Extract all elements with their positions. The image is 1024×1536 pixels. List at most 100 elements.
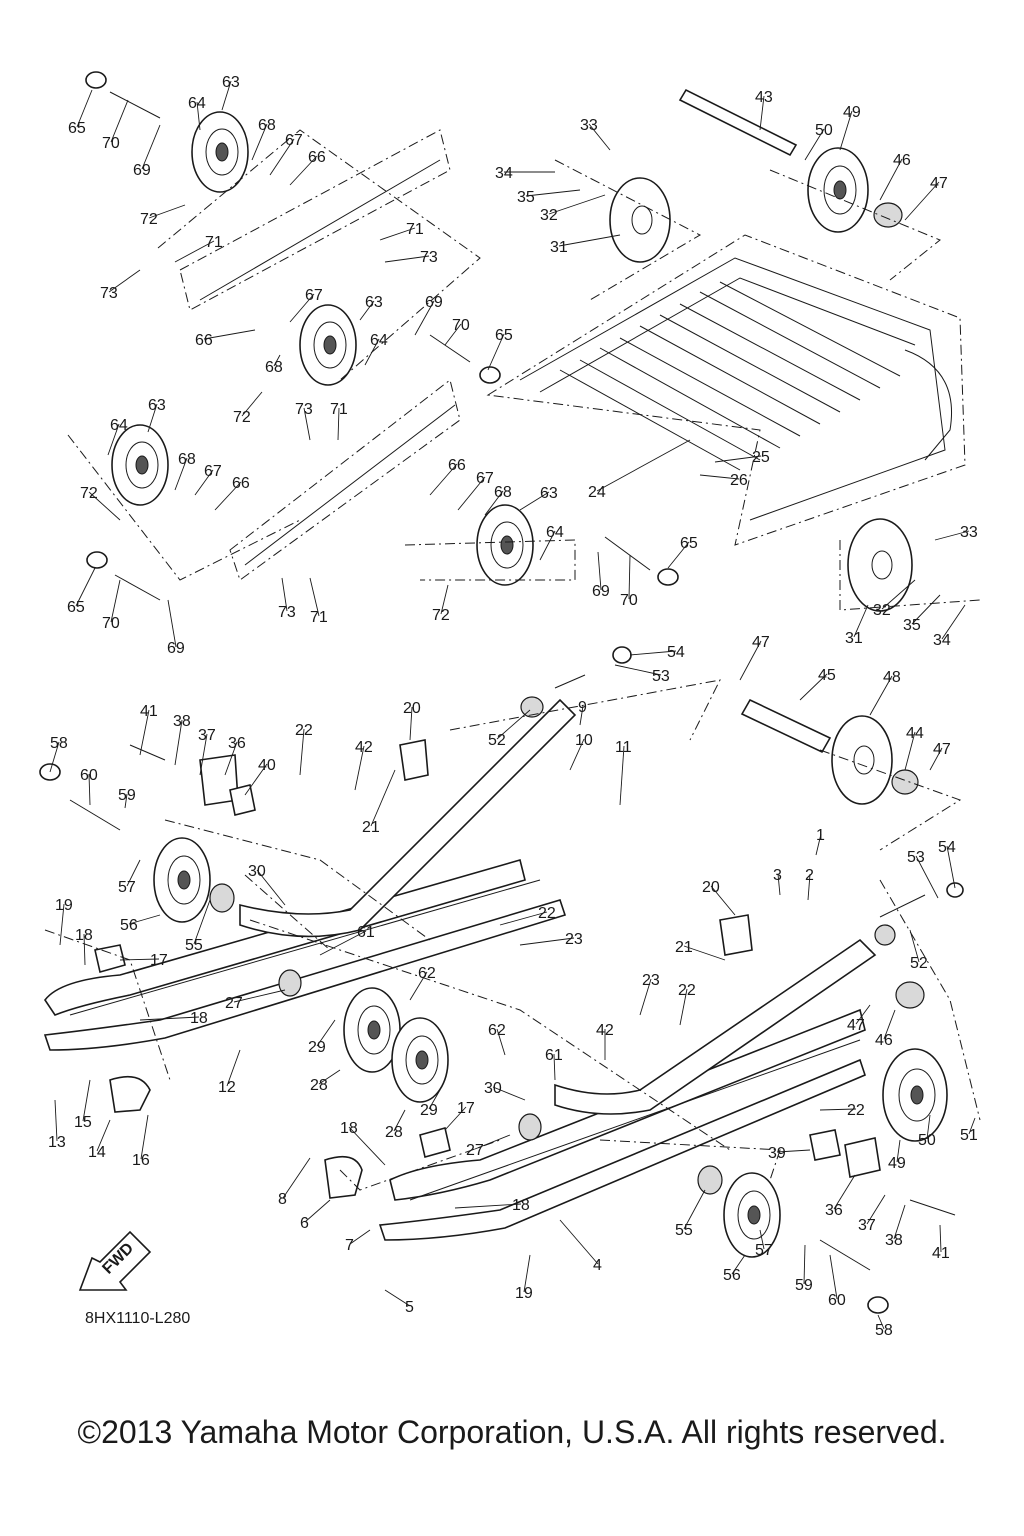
part-label-53[interactable]: 53 — [652, 668, 670, 685]
part-label-20[interactable]: 20 — [403, 700, 421, 717]
part-label-59[interactable]: 59 — [118, 787, 136, 804]
part-label-49[interactable]: 49 — [888, 1155, 906, 1172]
part-label-66[interactable]: 66 — [195, 332, 213, 349]
part-label-22[interactable]: 22 — [538, 905, 556, 922]
part-label-12[interactable]: 12 — [218, 1079, 236, 1096]
part-label-45[interactable]: 45 — [818, 667, 836, 684]
part-label-65[interactable]: 65 — [68, 120, 86, 137]
part-label-18[interactable]: 18 — [340, 1120, 358, 1137]
part-label-25[interactable]: 25 — [752, 449, 770, 466]
part-label-21[interactable]: 21 — [675, 939, 693, 956]
part-label-11[interactable]: 11 — [615, 739, 632, 756]
part-label-69[interactable]: 69 — [167, 640, 185, 657]
part-label-35[interactable]: 35 — [517, 189, 535, 206]
part-label-37[interactable]: 37 — [858, 1217, 876, 1234]
part-label-73[interactable]: 73 — [420, 249, 438, 266]
part-label-47[interactable]: 47 — [930, 175, 948, 192]
part-label-69[interactable]: 69 — [133, 162, 151, 179]
part-label-5[interactable]: 5 — [405, 1299, 414, 1316]
part-label-64[interactable]: 64 — [110, 417, 128, 434]
part-label-72[interactable]: 72 — [140, 211, 158, 228]
part-label-27[interactable]: 27 — [225, 995, 243, 1012]
part-label-29[interactable]: 29 — [420, 1102, 438, 1119]
part-label-67[interactable]: 67 — [285, 132, 303, 149]
part-label-1[interactable]: 1 — [816, 827, 825, 844]
part-label-18[interactable]: 18 — [512, 1197, 530, 1214]
part-label-72[interactable]: 72 — [233, 409, 251, 426]
part-label-42[interactable]: 42 — [596, 1022, 614, 1039]
part-label-21[interactable]: 21 — [362, 819, 380, 836]
part-label-34[interactable]: 34 — [495, 165, 513, 182]
part-label-52[interactable]: 52 — [910, 955, 928, 972]
part-label-70[interactable]: 70 — [102, 135, 120, 152]
part-label-70[interactable]: 70 — [620, 592, 638, 609]
part-label-73[interactable]: 73 — [295, 401, 313, 418]
part-label-65[interactable]: 65 — [67, 599, 85, 616]
part-label-22[interactable]: 22 — [295, 722, 313, 739]
part-label-13[interactable]: 13 — [48, 1134, 66, 1151]
part-label-34[interactable]: 34 — [933, 632, 951, 649]
part-label-72[interactable]: 72 — [432, 607, 450, 624]
part-label-19[interactable]: 19 — [55, 897, 73, 914]
part-label-22[interactable]: 22 — [678, 982, 696, 999]
part-label-8[interactable]: 8 — [278, 1191, 287, 1208]
part-label-64[interactable]: 64 — [370, 332, 388, 349]
part-label-29[interactable]: 29 — [308, 1039, 326, 1056]
part-label-72[interactable]: 72 — [80, 485, 98, 502]
part-label-68[interactable]: 68 — [494, 484, 512, 501]
part-label-30[interactable]: 30 — [484, 1080, 502, 1097]
part-label-19[interactable]: 19 — [515, 1285, 533, 1302]
part-label-26[interactable]: 26 — [730, 472, 748, 489]
part-label-71[interactable]: 71 — [406, 221, 424, 238]
part-label-64[interactable]: 64 — [188, 95, 206, 112]
part-label-71[interactable]: 71 — [310, 609, 328, 626]
part-label-47[interactable]: 47 — [933, 741, 951, 758]
part-label-67[interactable]: 67 — [476, 470, 494, 487]
part-label-63[interactable]: 63 — [222, 74, 240, 91]
part-label-66[interactable]: 66 — [232, 475, 250, 492]
part-label-66[interactable]: 66 — [308, 149, 326, 166]
part-label-41[interactable]: 41 — [932, 1245, 950, 1262]
part-label-32[interactable]: 32 — [873, 602, 891, 619]
part-label-24[interactable]: 24 — [588, 484, 606, 501]
part-label-60[interactable]: 60 — [80, 767, 98, 784]
part-label-36[interactable]: 36 — [228, 735, 246, 752]
part-label-14[interactable]: 14 — [88, 1144, 106, 1161]
part-label-33[interactable]: 33 — [580, 117, 598, 134]
part-label-3[interactable]: 3 — [773, 867, 782, 884]
part-label-68[interactable]: 68 — [265, 359, 283, 376]
part-label-46[interactable]: 46 — [893, 152, 911, 169]
part-label-57[interactable]: 57 — [755, 1242, 773, 1259]
part-label-18[interactable]: 18 — [75, 927, 93, 944]
part-label-62[interactable]: 62 — [488, 1022, 506, 1039]
part-label-47[interactable]: 47 — [847, 1017, 865, 1034]
part-label-55[interactable]: 55 — [185, 937, 203, 954]
part-label-23[interactable]: 23 — [642, 972, 660, 989]
part-label-38[interactable]: 38 — [173, 713, 191, 730]
part-label-53[interactable]: 53 — [907, 849, 925, 866]
part-label-28[interactable]: 28 — [385, 1124, 403, 1141]
part-label-17[interactable]: 17 — [457, 1100, 475, 1117]
part-label-44[interactable]: 44 — [906, 725, 924, 742]
part-label-10[interactable]: 10 — [575, 732, 593, 749]
part-label-69[interactable]: 69 — [592, 583, 610, 600]
part-label-33[interactable]: 33 — [960, 524, 978, 541]
part-label-71[interactable]: 71 — [205, 234, 223, 251]
part-label-62[interactable]: 62 — [418, 965, 436, 982]
part-label-51[interactable]: 51 — [960, 1127, 978, 1144]
part-label-64[interactable]: 64 — [546, 524, 564, 541]
part-label-20[interactable]: 20 — [702, 879, 720, 896]
part-label-49[interactable]: 49 — [843, 104, 861, 121]
part-label-68[interactable]: 68 — [258, 117, 276, 134]
part-label-63[interactable]: 63 — [540, 485, 558, 502]
part-label-54[interactable]: 54 — [938, 839, 956, 856]
part-label-36[interactable]: 36 — [825, 1202, 843, 1219]
part-label-22[interactable]: 22 — [847, 1102, 865, 1119]
part-label-48[interactable]: 48 — [883, 669, 901, 686]
part-label-70[interactable]: 70 — [452, 317, 470, 334]
part-label-6[interactable]: 6 — [300, 1215, 309, 1232]
part-label-2[interactable]: 2 — [805, 867, 814, 884]
part-label-60[interactable]: 60 — [828, 1292, 846, 1309]
part-label-31[interactable]: 31 — [845, 630, 863, 647]
part-label-37[interactable]: 37 — [198, 727, 216, 744]
